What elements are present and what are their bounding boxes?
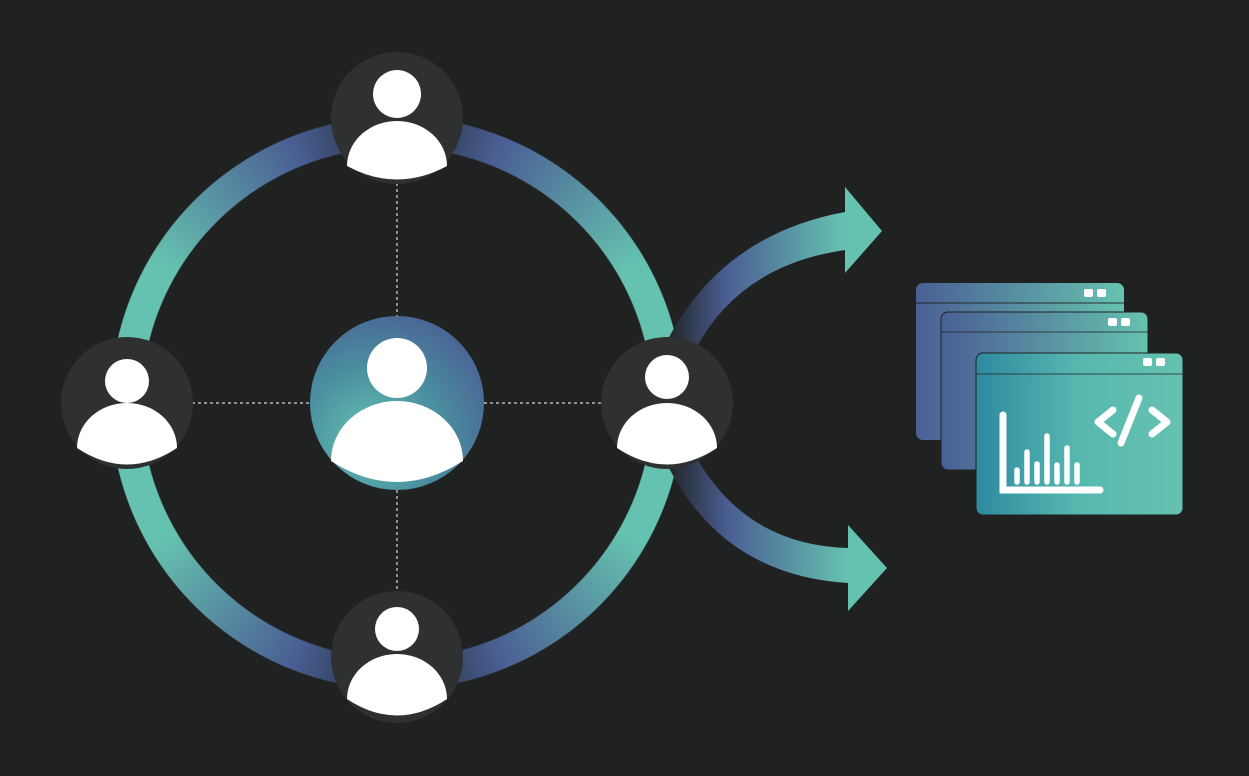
window-icon-front [975, 352, 1184, 516]
user-icon [331, 338, 463, 482]
user-icon [347, 70, 447, 180]
user-icon [77, 359, 177, 465]
user-node-center [310, 316, 484, 490]
user-node-top [331, 52, 463, 184]
user-node-right [601, 337, 733, 469]
arrow-icon-down [665, 455, 887, 611]
user-icon [347, 607, 447, 716]
code-icon [1094, 394, 1171, 447]
arrow-icon-up [665, 187, 882, 350]
user-icon [617, 355, 717, 465]
user-node-left [61, 337, 193, 469]
dashed-connectors [192, 183, 602, 592]
user-node-bottom [331, 591, 463, 723]
bar-chart-icon [999, 411, 1104, 494]
